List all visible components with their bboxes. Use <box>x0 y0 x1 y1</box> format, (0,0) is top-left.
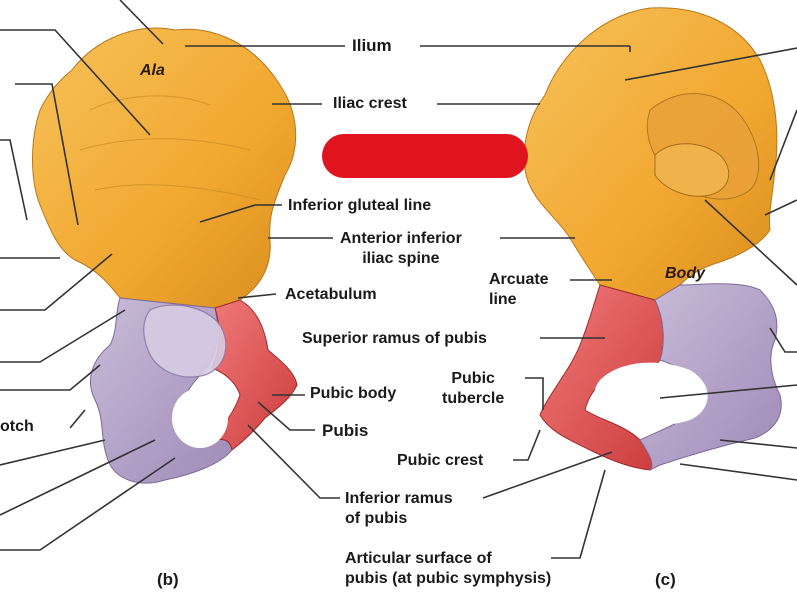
label-notch-partial: otch <box>0 417 34 437</box>
panel-label-b: (b) <box>157 570 179 590</box>
leader-lines <box>0 0 797 559</box>
label-articular-surface: Articular surface of pubis (at pubic sym… <box>345 549 552 589</box>
label-superior-ramus-of-pubis: Superior ramus of pubis <box>302 329 487 349</box>
label-pubic-crest: Pubic crest <box>397 451 484 471</box>
obturator-foramen-c <box>594 362 708 426</box>
label-ilium: Ilium <box>352 36 392 56</box>
ilium-region-b <box>32 27 297 309</box>
panel-label-c: (c) <box>655 570 676 590</box>
acetabulum-shape-b <box>143 304 227 378</box>
label-iliac-crest: Iliac crest <box>333 94 407 114</box>
ilium-texture-b <box>79 95 261 201</box>
label-pubic-tubercle: Pubic tubercle <box>442 369 505 409</box>
label-acetabulum: Acetabulum <box>285 285 377 305</box>
label-ala: Ala <box>140 62 165 79</box>
label-inferior-ramus-of-pubis: Inferior ramus of pubis <box>345 489 453 529</box>
label-pubis: Pubis <box>322 421 369 441</box>
hip-bone-lateral-view <box>32 27 298 484</box>
label-pubic-body: Pubic body <box>310 384 397 404</box>
pubis-region-b <box>208 299 298 451</box>
redaction-mark <box>322 134 528 178</box>
ilium-region-c <box>523 7 778 301</box>
label-anterior-inferior-iliac-spine: Anterior inferior iliac spine <box>340 229 462 269</box>
label-arcuate-line: Arcuate line <box>489 270 549 310</box>
label-inferior-gluteal-line: Inferior gluteal line <box>288 196 432 216</box>
label-body: Body <box>665 265 705 282</box>
hip-bone-medial-view <box>523 7 782 471</box>
obturator-foramen-b <box>172 388 228 448</box>
iliac-tuberosity-c <box>654 143 730 197</box>
